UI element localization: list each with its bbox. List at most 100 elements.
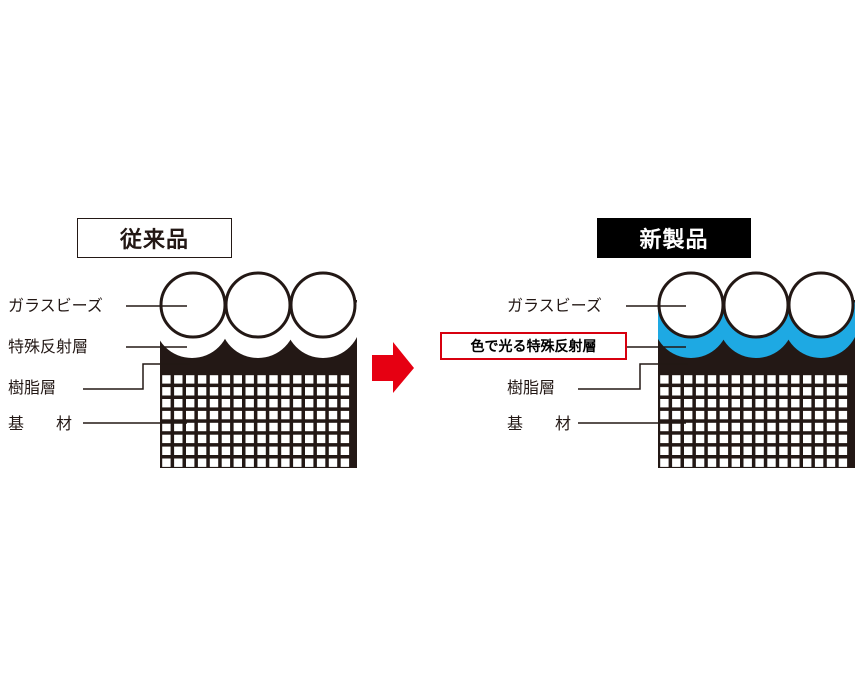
substrate-cell: [269, 399, 278, 408]
substrate-cell: [233, 434, 242, 444]
old-label-substrate: 基 材: [8, 414, 73, 433]
substrate-cell: [743, 458, 752, 467]
substrate-cell: [305, 422, 314, 432]
new-glass-beads: [657, 271, 855, 339]
right-arrow-icon: [372, 342, 414, 393]
substrate-cell: [684, 387, 693, 396]
substrate-cell: [684, 422, 693, 432]
substrate-cell: [197, 446, 207, 455]
substrate-cell: [779, 375, 788, 384]
substrate-cell: [672, 387, 681, 396]
substrate-cell: [779, 434, 788, 444]
old-layer-structure: [159, 271, 357, 468]
substrate-cell: [719, 387, 729, 396]
substrate-cell: [245, 434, 254, 444]
substrate-cell: [660, 422, 669, 432]
substrate-cell: [695, 446, 705, 455]
substrate-cell: [269, 458, 278, 467]
substrate-cell: [660, 399, 669, 408]
substrate-cell: [281, 410, 290, 420]
old-glass-bead: [159, 271, 227, 339]
substrate-cell: [245, 410, 254, 420]
substrate-cell: [305, 399, 314, 408]
substrate-cell: [186, 434, 195, 444]
substrate-cell: [340, 434, 350, 444]
old-label-reflective-layer: 特殊反射層: [8, 337, 89, 356]
substrate-cell: [328, 410, 338, 420]
substrate-cell: [743, 399, 752, 408]
substrate-cell: [245, 387, 254, 396]
substrate-cell: [221, 446, 231, 455]
substrate-cell: [221, 375, 231, 384]
substrate-cell: [779, 410, 788, 420]
substrate-cell: [814, 422, 824, 432]
old-glass-beads: [159, 271, 357, 339]
substrate-cell: [305, 410, 314, 420]
substrate-cell: [767, 375, 776, 384]
substrate-cell: [838, 434, 848, 444]
new-glass-bead: [657, 271, 725, 339]
substrate-cell: [209, 458, 219, 467]
substrate-cell: [162, 434, 171, 444]
substrate-cell: [162, 410, 171, 420]
new-label-reflective-layer: 色で光る特殊反射層: [440, 332, 627, 360]
substrate-cell: [803, 387, 812, 396]
substrate-cell: [316, 410, 326, 420]
substrate-cell: [162, 422, 171, 432]
substrate-cell: [755, 399, 764, 408]
substrate-cell: [340, 399, 350, 408]
substrate-cell: [221, 410, 231, 420]
substrate-cell: [755, 387, 764, 396]
old-glass-bead: [224, 271, 292, 339]
substrate-cell: [221, 422, 231, 432]
substrate-cell: [791, 387, 800, 396]
substrate-cell: [186, 410, 195, 420]
substrate-cell: [293, 422, 302, 432]
substrate-cell: [174, 375, 183, 384]
substrate-cell: [660, 434, 669, 444]
substrate-cell: [826, 434, 836, 444]
substrate-cell: [281, 458, 290, 467]
substrate-cell: [293, 375, 302, 384]
substrate-cell: [707, 410, 717, 420]
substrate-cell: [684, 434, 693, 444]
substrate-cell: [257, 399, 266, 408]
substrate-cell: [316, 375, 326, 384]
substrate-cell: [814, 399, 824, 408]
substrate-cell: [695, 375, 705, 384]
substrate-cell: [245, 422, 254, 432]
new-leader-lines: [578, 305, 688, 424]
substrate-cell: [838, 422, 848, 432]
substrate-cell: [695, 410, 705, 420]
substrate-cell: [731, 399, 740, 408]
substrate-cell: [245, 446, 254, 455]
substrate-cell: [707, 375, 717, 384]
substrate-cell: [197, 434, 207, 444]
substrate-cell: [695, 422, 705, 432]
substrate-cell: [305, 458, 314, 467]
substrate-cell: [803, 410, 812, 420]
substrate-cell: [316, 458, 326, 467]
substrate-cell: [245, 375, 254, 384]
substrate-cell: [340, 458, 350, 467]
substrate-cell: [767, 446, 776, 455]
substrate-cell: [672, 410, 681, 420]
substrate-cell: [174, 446, 183, 455]
substrate-cell: [767, 434, 776, 444]
substrate-cell: [221, 458, 231, 467]
substrate-cell: [233, 399, 242, 408]
substrate-cell: [684, 375, 693, 384]
substrate-cell: [269, 387, 278, 396]
substrate-cell: [719, 458, 729, 467]
substrate-cell: [281, 422, 290, 432]
new-layer-structure: [657, 271, 855, 468]
substrate-cell: [826, 410, 836, 420]
substrate-cell: [803, 434, 812, 444]
substrate-cell: [838, 399, 848, 408]
old-product-title: 従来品: [77, 218, 232, 258]
substrate-cell: [660, 410, 669, 420]
substrate-cell: [305, 434, 314, 444]
substrate-cell: [695, 458, 705, 467]
substrate-cell: [755, 410, 764, 420]
